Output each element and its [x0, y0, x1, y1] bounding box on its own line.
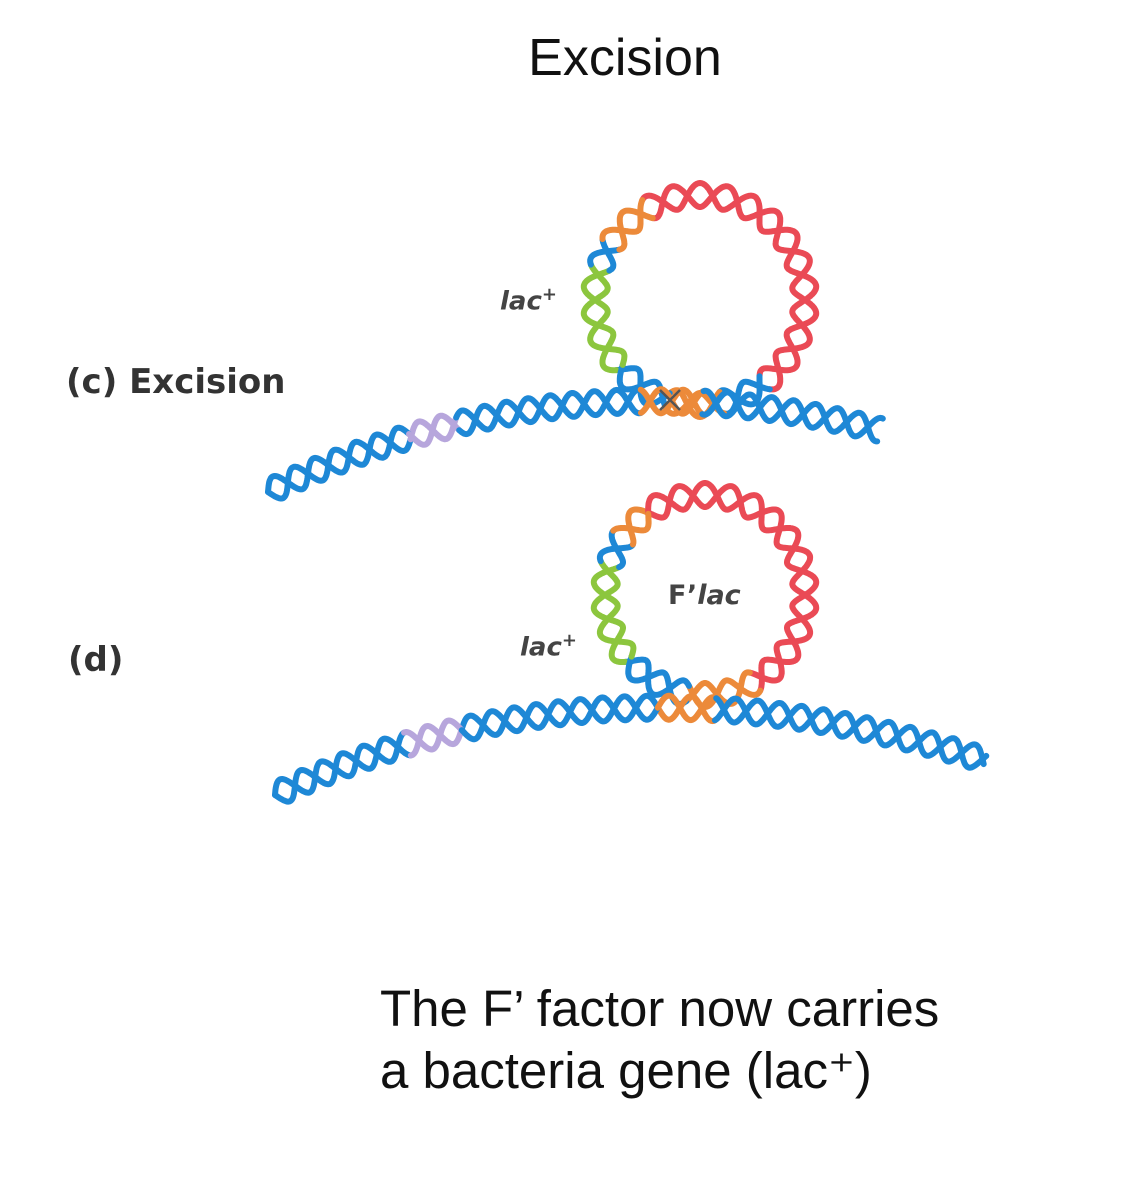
loop-c-strand-b-5	[599, 236, 617, 274]
plasmid-d-strand-a-0	[644, 483, 820, 694]
loop-c-strand-b-4	[580, 267, 628, 368]
lac-gene-label-d: lac+	[520, 630, 577, 663]
lac-gene-label-c: lac+	[500, 284, 557, 317]
caption-line-1: The F’ factor now carries	[380, 980, 940, 1037]
caption: The F’ factor now carries a bacteria gen…	[380, 978, 1080, 1102]
chromosome-d-strand-a-1	[407, 723, 465, 759]
chromosome-d-strand-b-2	[458, 693, 661, 743]
loop-c-strand-a-4	[580, 261, 620, 374]
chromosome-c-strand-b-0	[265, 424, 412, 495]
loop-c-strand-b-6	[599, 197, 646, 243]
chromosome-d-strand-b-0	[272, 729, 407, 798]
chromosome-c-strand-a-2	[453, 386, 644, 433]
chromosome-d-strand-a-2	[458, 692, 661, 738]
plasmid-d-strand-a-3	[590, 558, 629, 665]
plasmid-d-strand-a-2	[622, 656, 692, 698]
f-prime-lac-label: F’lac	[668, 580, 741, 611]
plasmid-d-strand-a-5	[625, 506, 650, 548]
loop-c-strand-a-0	[649, 183, 820, 380]
plasmid-d-strand-b-3	[590, 564, 637, 660]
panel-c-label: (c) Excision	[66, 362, 286, 402]
chromosome-d-strand-b-4	[713, 695, 987, 768]
loop-c-strand-b-0	[639, 180, 820, 393]
plasmid-d-strand-a-4	[596, 541, 636, 565]
plasmid-d-strand-b-1	[683, 669, 753, 707]
plasmid-d-strand-b-4	[608, 527, 626, 571]
chromosome-c-strand-b-2	[456, 386, 644, 438]
chromosome-d-strand-a-0	[272, 735, 414, 805]
caption-line-2: a bacteria gene (lac⁺)	[380, 1042, 872, 1099]
chromosome-c-strand-a-0	[265, 431, 414, 502]
plasmid-d-strand-b-0	[645, 480, 820, 684]
panel-d-label: (d)	[68, 640, 124, 680]
crossover-mark	[659, 389, 681, 411]
chromosome-d-strand-b-3	[654, 692, 720, 724]
chromosome-c-strand-b-1	[406, 412, 463, 448]
loop-c-strand-a-5	[587, 246, 623, 268]
chromosome-d-strand-a-3	[654, 693, 718, 725]
chromosome-d-strand-b-1	[401, 717, 465, 753]
plasmid-d-strand-b-5	[610, 510, 652, 534]
slide-title: Excision	[528, 29, 722, 87]
chromosome-c-strand-b-4	[700, 387, 886, 440]
chromosome-c-strand-a-4	[699, 389, 881, 445]
